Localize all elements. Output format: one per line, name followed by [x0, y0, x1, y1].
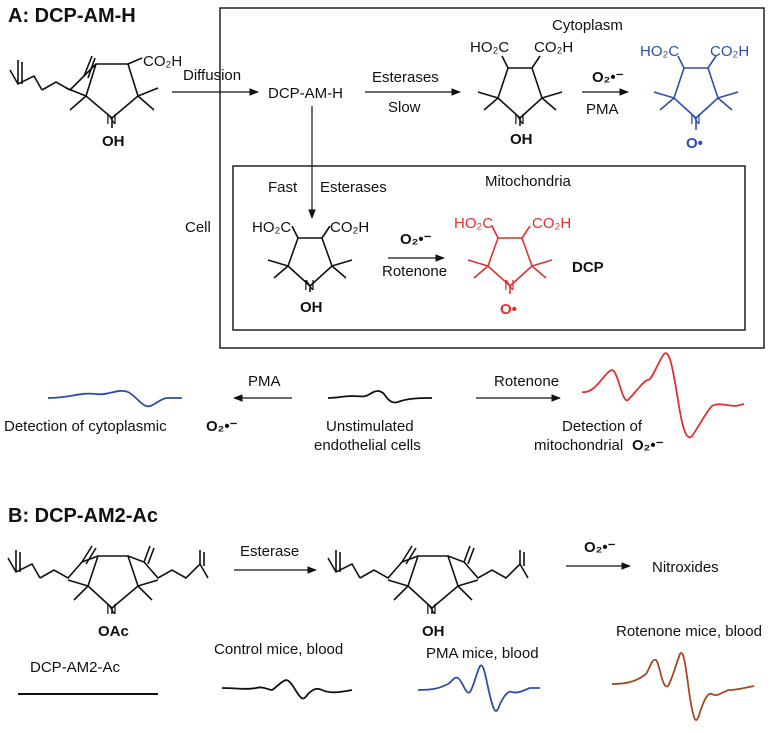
ho2c-group: HO₂C: [470, 39, 509, 56]
dcp-am2-h-structure: N OH: [327, 545, 529, 640]
mitochondria-box: [232, 165, 746, 331]
dcp-am-h-structure: CO₂H N OH: [9, 53, 182, 150]
slow-label: Slow: [388, 99, 421, 116]
acetoxy-group: OAc: [98, 623, 129, 640]
mitochondria-label: Mitochondria: [485, 173, 572, 190]
control-mice-epr-spectrum: [221, 679, 353, 700]
dcp-label: DCP: [572, 259, 604, 276]
ho2c-group: HO₂C: [640, 43, 679, 60]
mitochondrial-epr-spectrum: [581, 352, 745, 439]
control-mice-label: Control mice, blood: [214, 641, 343, 658]
rotenone-arrow-label: Rotenone: [494, 373, 559, 390]
hydroxyl-group: OH: [422, 623, 445, 640]
nitroxides-label: Nitroxides: [652, 559, 719, 576]
nitrogen-atom: N: [106, 601, 117, 618]
superoxide-label: O₂•⁻: [584, 539, 616, 556]
superoxide-label: O₂•⁻: [400, 231, 432, 248]
nitrogen-atom: N: [690, 111, 701, 128]
unstimulated-label-line2: endothelial cells: [314, 437, 421, 454]
dcp-am2-ac-structure: N OAc: [7, 545, 209, 640]
dcp-nitroxide-structure: HO₂C CO₂H N O•: [454, 215, 571, 318]
diffusion-label: Diffusion: [183, 67, 241, 84]
pma-arrow-label: PMA: [248, 373, 281, 390]
superoxide-label: O₂•⁻: [592, 69, 624, 86]
unstimulated-epr-spectrum: [327, 390, 433, 404]
unstimulated-label-line1: Unstimulated: [326, 418, 414, 435]
cytoplasmic-nitroxide-structure: HO₂C CO₂H N O•: [640, 43, 749, 152]
pma-label: PMA: [586, 101, 619, 118]
nitrogen-atom: N: [106, 111, 117, 128]
co2h-group: CO₂H: [330, 219, 369, 236]
superoxide-label: O₂•⁻: [206, 418, 238, 435]
ho2c-group: HO₂C: [454, 215, 493, 232]
pma-mice-epr-spectrum: [417, 664, 540, 712]
dcp-am-h-intermediate: DCP-AM-H: [268, 85, 343, 102]
superoxide-label: O₂•⁻: [632, 437, 664, 454]
pma-mice-label: PMA mice, blood: [426, 645, 539, 662]
co2h-group: CO₂H: [143, 53, 182, 70]
cytoplasmic-detection-text: Detection of cytoplasmic: [4, 418, 167, 435]
cytoplasm-label: Cytoplasm: [552, 17, 623, 34]
cell-box: [219, 7, 765, 349]
esterases-label: Esterases: [320, 179, 387, 196]
esterases-label: Esterases: [372, 69, 439, 86]
mitochondrial-hydroxylamine-structure: HO₂C CO₂H N OH: [252, 219, 369, 316]
mitochondrial-detection-line2: mitochondrial: [534, 437, 623, 454]
cytoplasmic-epr-spectrum: [47, 390, 182, 408]
rotenone-label: Rotenone: [382, 263, 447, 280]
esterase-label: Esterase: [240, 543, 299, 560]
fast-label: Fast: [268, 179, 298, 196]
cell-label: Cell: [185, 219, 211, 236]
oxyl-radical: O•: [500, 301, 517, 318]
dcp-am2-ac-label: DCP-AM2-Ac: [30, 659, 121, 676]
ho2c-group: HO₂C: [252, 219, 291, 236]
nitrogen-atom: N: [426, 601, 437, 618]
hydroxyl-group: OH: [300, 299, 323, 316]
co2h-group: CO₂H: [710, 43, 749, 60]
cytoplasmic-hydroxylamine-structure: HO₂C CO₂H N OH: [470, 39, 573, 148]
hydroxyl-group: OH: [102, 133, 125, 150]
rotenone-mice-epr-spectrum: [611, 652, 755, 721]
nitrogen-atom: N: [514, 111, 525, 128]
panel-a-title: A: DCP-AM-H: [8, 5, 136, 27]
rotenone-mice-label: Rotenone mice, blood: [616, 623, 762, 640]
mitochondrial-detection-line1: Detection of: [562, 418, 643, 435]
nitrogen-atom: N: [504, 277, 515, 294]
co2h-group: CO₂H: [532, 215, 571, 232]
nitrogen-atom: N: [304, 277, 315, 294]
oxyl-radical: O•: [686, 135, 703, 152]
hydroxyl-group: OH: [510, 131, 533, 148]
panel-b-title: B: DCP-AM2-Ac: [8, 505, 158, 527]
co2h-group: CO₂H: [534, 39, 573, 56]
